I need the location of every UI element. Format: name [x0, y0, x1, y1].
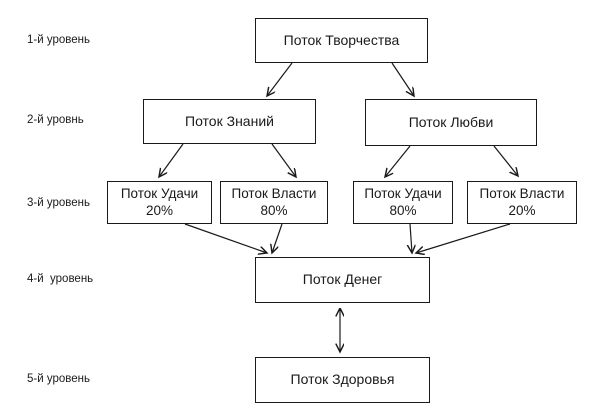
node-flow-of-power-left: Поток Власти 80% [220, 181, 328, 224]
edge-creativity-love-arrow [391, 62, 414, 96]
node-flow-of-health: Поток Здоровья [255, 357, 430, 403]
edge-love-luckright-arrow [385, 145, 411, 177]
level-label-4: 4-й уровень [27, 273, 94, 285]
level-label-5: 5-й уровень [27, 373, 90, 385]
node-title: Поток Удачи [364, 185, 442, 201]
node-percentage: 80% [260, 202, 288, 218]
node-flow-of-luck-left: Поток Удачи 20% [107, 181, 212, 224]
level-label-2: 2-й уровнь [27, 114, 84, 126]
node-title: Поток Любви [408, 113, 494, 130]
node-title: Поток Денег [302, 271, 383, 288]
edge-luckright-money-arrow [410, 223, 412, 253]
level-label-1: 1-й уровень [27, 34, 90, 46]
node-title: Поток Власти [479, 185, 565, 201]
node-title: Поток Здоровья [290, 371, 395, 388]
edge-powerleft-money-arrow [272, 223, 283, 253]
node-flow-of-creativity: Поток Творчества [255, 18, 428, 63]
node-title: Поток Творчества [283, 31, 400, 48]
node-title: Поток Знаний [185, 112, 274, 129]
edge-creativity-knowledge-arrow [267, 62, 293, 96]
node-flow-of-knowledge: Поток Знаний [143, 99, 316, 144]
node-percentage: 20% [508, 202, 536, 218]
edge-love-powerright-arrow [493, 145, 518, 176]
edge-powerright-money-arrow [416, 223, 511, 253]
node-title: Поток Удачи [120, 185, 199, 201]
edge-luckleft-money-arrow [184, 223, 267, 253]
node-flow-of-power-right: Поток Власти 20% [467, 181, 577, 224]
node-flow-of-money: Поток Денег [255, 257, 430, 303]
edge-knowledge-powerleft-arrow [271, 143, 296, 177]
node-flow-of-love: Поток Любви [365, 99, 537, 146]
node-percentage: 20% [145, 202, 174, 218]
node-percentage: 80% [389, 202, 417, 218]
node-title: Поток Власти [231, 185, 317, 201]
edge-knowledge-luckleft-arrow [159, 143, 184, 177]
level-label-3: 3-й уровень [27, 197, 90, 209]
node-flow-of-luck-right: Поток Удачи 80% [353, 181, 453, 224]
